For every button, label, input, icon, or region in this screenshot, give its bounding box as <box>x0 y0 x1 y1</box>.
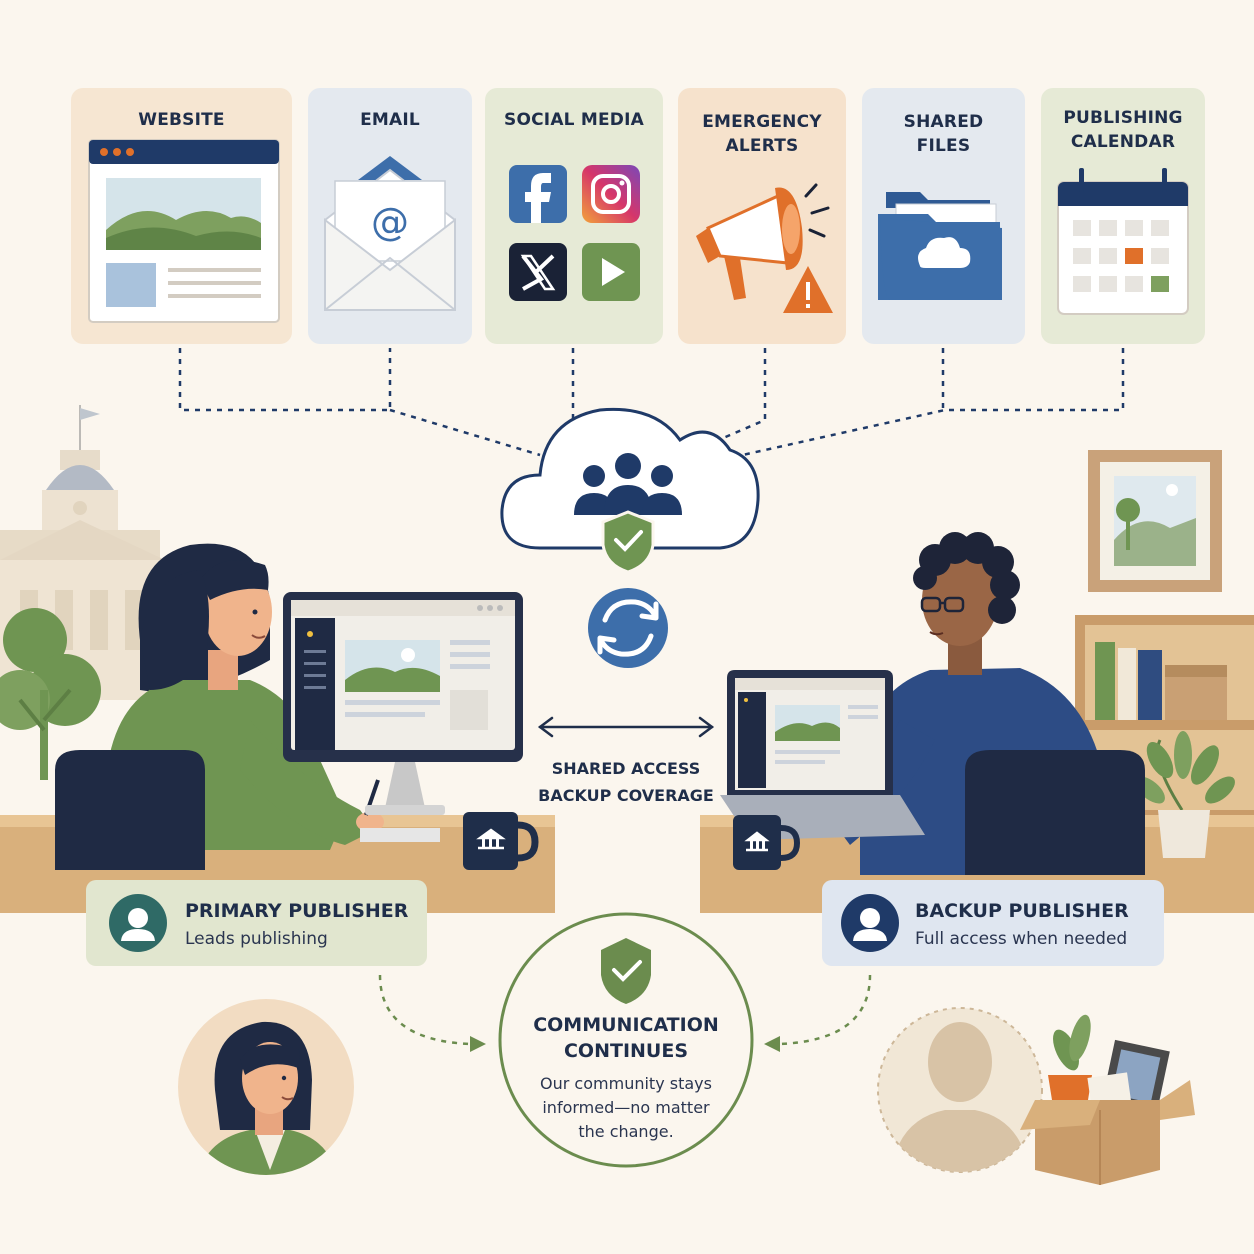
social-media-icons <box>509 165 640 301</box>
potted-plant <box>1135 731 1235 858</box>
outcome-body-line2: informed—no matter <box>542 1098 710 1117</box>
cloud-team-icon <box>500 407 760 574</box>
backup-publisher-title: BACKUP PUBLISHER <box>915 900 1129 922</box>
channel-card-social-media[interactable]: SOCIAL MEDIA <box>485 88 663 344</box>
framed-landscape-picture <box>1088 450 1222 592</box>
desktop-monitor <box>283 592 523 815</box>
email-icon: @ <box>324 156 456 311</box>
facebook-icon <box>509 165 567 223</box>
channel-card-website[interactable]: WEBSITE <box>71 88 292 344</box>
video-play-icon <box>582 243 640 301</box>
backup-placeholder-avatar <box>877 1007 1043 1173</box>
website-icon <box>88 139 280 323</box>
sync-icon[interactable] <box>588 588 668 668</box>
outcome-body: Our community stays informed—no matter t… <box>506 1072 746 1144</box>
channel-title: EMERGENCY ALERTS <box>702 112 822 156</box>
channel-card-emergency-alerts[interactable]: EMERGENCY ALERTS <box>678 88 846 344</box>
city-hall-mug-right <box>733 815 801 870</box>
outcome-title-line2: CONTINUES <box>563 1040 689 1062</box>
outcome-body-line3: the change. <box>578 1122 674 1141</box>
channel-card-email[interactable]: EMAIL @ <box>308 88 472 344</box>
city-hall-mug-left <box>463 812 539 870</box>
primary-publisher-avatar <box>178 999 354 1175</box>
megaphone-icon <box>696 183 833 313</box>
moving-box <box>1020 1014 1195 1185</box>
instagram-icon <box>582 165 640 223</box>
outcome-body-line1: Our community stays <box>540 1074 712 1093</box>
channel-title: EMAIL <box>360 110 420 130</box>
x-twitter-icon <box>509 243 567 301</box>
outcome-title-line1: COMMUNICATION <box>533 1014 719 1036</box>
channel-connectors <box>178 348 1125 462</box>
double-arrow-icon <box>537 716 715 738</box>
cloud-folder-icon <box>878 192 1002 300</box>
backup-publisher-card[interactable]: BACKUP PUBLISHER Full access when needed <box>822 880 1164 966</box>
calendar-icon <box>1057 168 1189 315</box>
channel-title: SOCIAL MEDIA <box>504 110 644 130</box>
primary-publisher-card[interactable]: PRIMARY PUBLISHER Leads publishing <box>86 880 427 966</box>
outcome-text: COMMUNICATION CONTINUES Our community st… <box>506 1012 746 1144</box>
user-avatar-icon <box>109 894 167 952</box>
channel-title: WEBSITE <box>138 110 225 130</box>
backup-publisher-subtitle: Full access when needed <box>915 929 1128 949</box>
tree-illustration <box>0 608 101 780</box>
channel-card-publishing-calendar[interactable]: PUBLISHING CALENDAR <box>1041 88 1205 344</box>
primary-publisher-title: PRIMARY PUBLISHER <box>185 900 409 922</box>
user-avatar-icon <box>841 894 899 952</box>
backup-chair <box>965 750 1145 875</box>
channel-title: PUBLISHING CALENDAR <box>1063 108 1183 152</box>
shared-access-line1: SHARED ACCESS <box>551 759 701 778</box>
channel-title: SHARED FILES <box>903 112 984 156</box>
primary-publisher-subtitle: Leads publishing <box>185 929 328 949</box>
shared-access-label: SHARED ACCESS BACKUP COVERAGE <box>520 757 732 808</box>
svg-text:@: @ <box>371 200 409 244</box>
channel-card-shared-files[interactable]: SHARED FILES <box>862 88 1025 344</box>
primary-chair <box>55 750 205 870</box>
outcome-connectors <box>378 974 872 1046</box>
outcome-circle <box>498 912 754 1168</box>
backup-coverage-line2: BACKUP COVERAGE <box>538 786 714 805</box>
